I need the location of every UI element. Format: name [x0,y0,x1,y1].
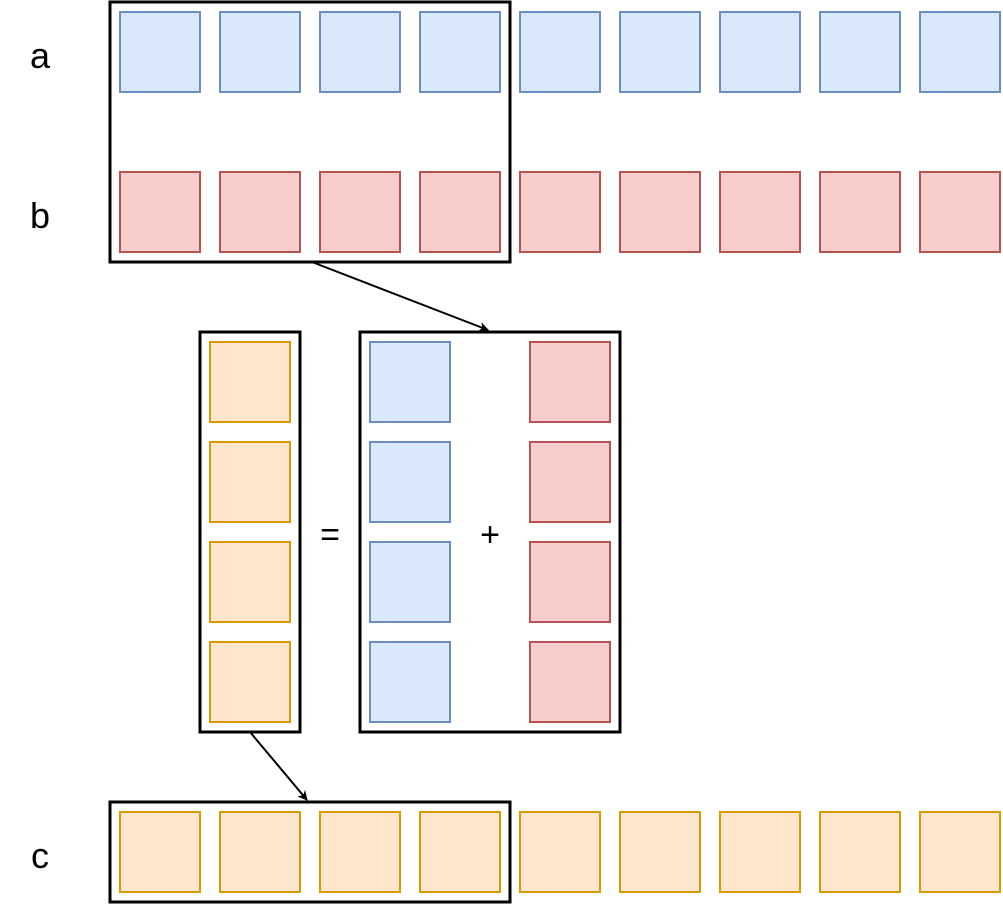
array-b-cell [219,171,301,253]
result-cell [209,441,291,523]
load-arrow [311,261,489,332]
array-b-cell [119,171,201,253]
array-a-cell [919,11,1001,93]
operand-b-block-cells [529,341,611,723]
array-b-cell [919,171,1001,253]
array-c-cell [619,811,701,893]
array-a [119,11,1001,93]
plus-sign: + [480,516,500,554]
array-c-cell [819,811,901,893]
array-c-cell [719,811,801,893]
label-c: c [31,835,49,876]
operand-b-cell [529,441,611,523]
array-b-cell [719,171,801,253]
operand-a-cell [369,641,451,723]
operand-a-cell [369,541,451,623]
array-a-cell [619,11,701,93]
array-b-cell [819,171,901,253]
array-c-cell [219,811,301,893]
operand-a-block-cells [369,341,451,723]
array-c-cell [919,811,1001,893]
array-b-cell [619,171,701,253]
result-cell [209,641,291,723]
label-a: a [30,35,51,76]
result-cell [209,541,291,623]
array-a-cell [219,11,301,93]
input-block-frame [108,0,512,264]
label-b: b [30,195,50,236]
array-a-cell [519,11,601,93]
array-a-cell [719,11,801,93]
equals-sign: = [320,516,340,554]
array-a-cell [319,11,401,93]
array-a-cell [419,11,501,93]
array-c-cell [419,811,501,893]
output-block-frame [108,800,512,904]
result-block-cells [209,341,291,723]
operand-b-cell [529,641,611,723]
store-arrow [249,731,308,801]
operand-block-frame [358,330,622,734]
array-c-cell [519,811,601,893]
array-c-cell [319,811,401,893]
array-c-cell [119,811,201,893]
operand-b-cell [529,541,611,623]
operand-a-cell [369,441,451,523]
operand-b-cell [529,341,611,423]
array-a-cell [119,11,201,93]
array-b [119,171,1001,253]
array-a-cell [819,11,901,93]
result-cell [209,341,291,423]
array-b-cell [519,171,601,253]
array-b-cell [319,171,401,253]
operand-a-cell [369,341,451,423]
array-c [119,811,1001,893]
array-b-cell [419,171,501,253]
